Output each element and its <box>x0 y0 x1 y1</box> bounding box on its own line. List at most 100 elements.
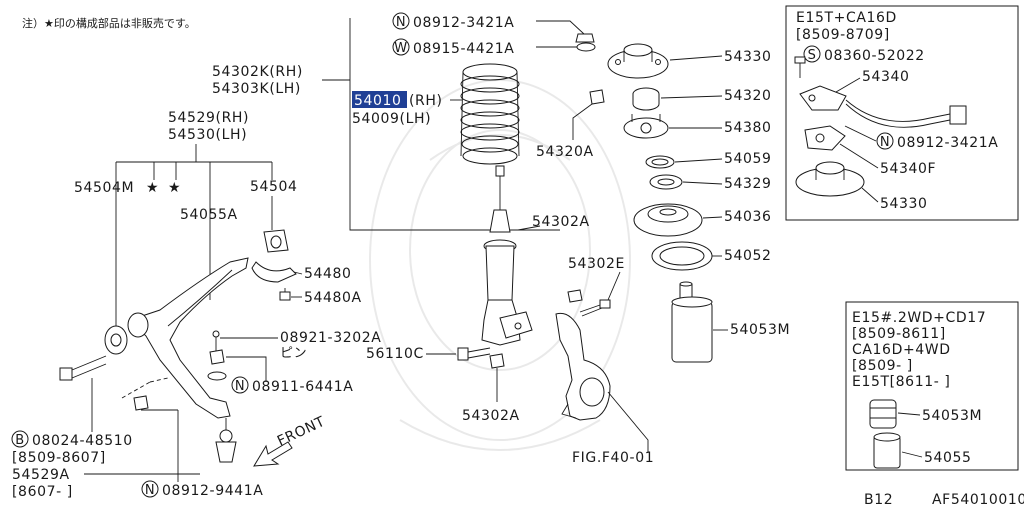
label-54303K: 54303K(LH) <box>212 81 301 97</box>
label-08360-52022: 08360-52022 <box>824 48 925 64</box>
nut-54320A-part <box>589 89 605 105</box>
s-symbol-letter: S <box>808 48 817 63</box>
leader-54480 <box>293 271 303 275</box>
star-mark-2: ★ <box>168 180 181 196</box>
label-08911-6441A: 08911-6441A <box>252 379 353 395</box>
inset2-line4: [8509- ] <box>852 358 913 374</box>
footer-page: B12 <box>864 492 893 508</box>
ball-joint-54529A-part <box>215 418 237 463</box>
bolt-56110C-part <box>457 347 491 361</box>
lower-arm-bracket <box>116 144 272 163</box>
label-54302K: 54302K(RH) <box>212 64 303 80</box>
nut-54302A-bot-part <box>489 353 505 369</box>
label-54053M-inset: 54053M <box>922 408 982 424</box>
label-fig-f40-01[interactable]: FIG.F40-01 <box>572 450 654 466</box>
n-symbol-letter: N <box>396 15 406 30</box>
inset2-line2: [8509-8611] <box>852 326 946 342</box>
label-54340: 54340 <box>862 69 910 85</box>
nut-08912-9441A-part <box>133 395 149 411</box>
boot-54055-part <box>873 432 901 469</box>
spring-seat-54036-part <box>633 203 703 237</box>
bolt-54302E-part <box>579 299 611 317</box>
label-54059: 54059 <box>724 151 772 167</box>
washer-54329-part <box>649 174 683 190</box>
inset1-date: [8509-8709] <box>796 27 890 43</box>
bump-stop-54053M-part <box>671 281 713 363</box>
nut-08911-part <box>207 349 227 381</box>
label-54302A-bot: 54302A <box>462 408 520 424</box>
leader-54320A <box>572 103 593 140</box>
label-54340F: 54340F <box>880 161 936 177</box>
label-08912-9441A: 08912-9441A <box>162 483 263 499</box>
note-text: 注）★印の構成部品は非販売です。 <box>22 16 196 30</box>
nut-54302A-mid-part <box>567 289 583 303</box>
label-54320: 54320 <box>724 88 772 104</box>
label-54010[interactable]: 54010 <box>354 93 402 109</box>
watermark-logo <box>369 79 631 451</box>
nut-washer-part <box>575 33 596 52</box>
leader-54059 <box>674 158 723 163</box>
strut-mount-54330-part <box>607 43 669 79</box>
label-54529A-date: [8607- ] <box>12 484 73 500</box>
front-arrow-icon <box>253 441 293 467</box>
label-54504M: 54504M <box>74 180 134 196</box>
label-08912-3421A: 08912-3421A <box>413 15 514 31</box>
steering-knuckle-part <box>555 312 611 421</box>
label-54055: 54055 <box>924 450 972 466</box>
leader-54036 <box>702 216 723 219</box>
label-54036: 54036 <box>724 209 772 225</box>
label-08024-48510: 08024-48510 <box>32 433 133 449</box>
insulator-54052-part <box>651 241 713 271</box>
n-symbol-letter: N <box>880 135 890 150</box>
clamp-54480-part <box>251 261 297 283</box>
sensor-54340-part <box>799 85 967 128</box>
w-symbol-letter: W <box>394 41 407 56</box>
leader-08911 <box>226 356 267 382</box>
label-08921-3202A: 08921-3202A <box>280 330 381 346</box>
bushing-54504-part <box>263 229 289 253</box>
bearing-54059-part <box>645 155 675 169</box>
leader-54302E <box>607 271 621 301</box>
label-54052: 54052 <box>724 248 772 264</box>
bolt-08024-part <box>59 355 107 381</box>
label-54330: 54330 <box>724 49 772 65</box>
label-56110C: 56110C <box>366 346 424 362</box>
label-54320A: 54320A <box>536 144 594 160</box>
label-54010-side: (RH) <box>409 93 443 109</box>
n-symbol-letter: N <box>145 483 155 498</box>
n-symbol-letter: N <box>235 379 245 394</box>
inset-box-e15t <box>785 5 1019 221</box>
label-54529: 54529(RH) <box>168 110 249 126</box>
footer-code: AF54010010 <box>932 492 1024 508</box>
leader-54330 <box>669 55 723 61</box>
label-54380: 54380 <box>724 120 772 136</box>
pin-08921-part <box>212 330 220 352</box>
label-08921-sub: ピン <box>280 346 307 361</box>
mount-54330-inset-part <box>795 161 865 197</box>
bolt-54480A-part <box>279 288 291 301</box>
leader-54320 <box>660 95 723 99</box>
lower-arm-part <box>127 257 249 419</box>
front-label: FRONT <box>275 414 328 450</box>
screw-08360-part <box>794 56 806 78</box>
label-54009: 54009(LH) <box>352 111 431 127</box>
bumper-54053M-inset-part <box>869 399 897 429</box>
inset2-line5: E15T[8611- ] <box>852 374 950 390</box>
seat-54380-part <box>623 114 669 139</box>
strut-assembly-part <box>481 165 541 346</box>
bushing-54320-part <box>632 87 660 111</box>
leader-fig <box>607 391 649 452</box>
coil-spring-part <box>460 63 520 165</box>
label-54055A: 54055A <box>180 207 238 223</box>
w-symbol-icon <box>392 38 410 56</box>
label-54504: 54504 <box>250 179 298 195</box>
label-54053M: 54053M <box>730 322 790 338</box>
label-08912-3421A-inset: 08912-3421A <box>897 135 998 151</box>
highlight-54010 <box>352 91 407 108</box>
label-54302A-top: 54302A <box>532 214 590 230</box>
bushing-54504M-part <box>104 325 128 355</box>
label-54329: 54329 <box>724 176 772 192</box>
label-54480: 54480 <box>304 266 352 282</box>
label-08024-date: [8509-8607] <box>12 450 106 466</box>
